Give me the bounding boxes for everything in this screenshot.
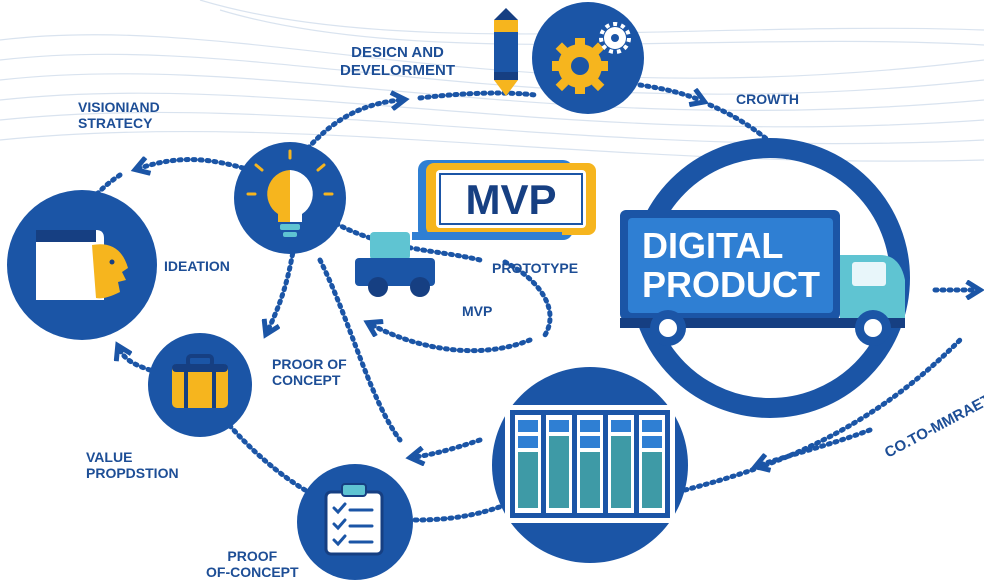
label-vision-line1: VISIONIAND	[78, 99, 160, 115]
mvp-sign-text: MVP	[465, 176, 556, 223]
label-go-to-market: CO.TO-MMRAET	[882, 391, 984, 461]
proof-of-concept-node	[148, 333, 252, 437]
label-design-line2: DEVELORMENT	[340, 62, 456, 79]
ideation-node	[7, 190, 157, 340]
profile-head-icon	[36, 230, 128, 300]
label-proof-bottom-line1: PROOF	[227, 548, 278, 564]
label-proof-bottom-line2: OF-CONCEPT	[206, 564, 299, 580]
digital-product-line2: PRODUCT	[642, 264, 820, 305]
background-swoosh-lines	[0, 0, 984, 162]
label-proof-of-concept: PROOR OF CONCEPT	[272, 356, 347, 388]
label-value-line1: VALUE	[86, 449, 133, 465]
mvp-prototype-node: MVP	[355, 160, 596, 297]
vision-node	[234, 142, 346, 254]
digital-product-node: DIGITAL PRODUCT	[620, 138, 910, 418]
forklift-icon	[355, 232, 562, 297]
clipboard-checklist-icon	[324, 483, 384, 556]
briefcase-icon	[172, 354, 228, 408]
digital-product-line1: DIGITAL	[642, 225, 783, 266]
label-growth: CROWTH	[736, 91, 799, 107]
proof-concept-bottom-node	[297, 464, 413, 580]
label-mvp: MVP	[462, 303, 493, 319]
label-vision-line2: STRATECY	[78, 115, 153, 131]
kanban-board-icon	[505, 405, 675, 523]
pencil-icon	[494, 8, 518, 96]
kanban-node	[492, 367, 688, 563]
label-vision-strategy: VISIONIAND STRATECY	[78, 99, 160, 131]
label-value-proposition: VALUE PROPDSTION	[86, 449, 179, 481]
label-ideation: IDEATION	[164, 258, 230, 274]
design-development-node	[532, 2, 644, 114]
dotted-connectors	[85, 82, 975, 523]
label-value-line2: PROPDSTION	[86, 465, 179, 481]
label-design-line1: DESICN AND	[351, 44, 444, 61]
lightbulb-icon	[246, 149, 334, 237]
label-design-development: DESICN AND DEVELORMENT	[340, 44, 455, 80]
label-proof-concept-line2: CONCEPT	[272, 372, 341, 388]
label-prototype: PROTOTYPE	[492, 260, 579, 276]
label-proof-of-concept-bottom: PROOF OF-CONCEPT	[206, 548, 299, 580]
label-proof-concept-line1: PROOR OF	[272, 356, 347, 372]
delivery-truck-icon	[620, 210, 905, 346]
